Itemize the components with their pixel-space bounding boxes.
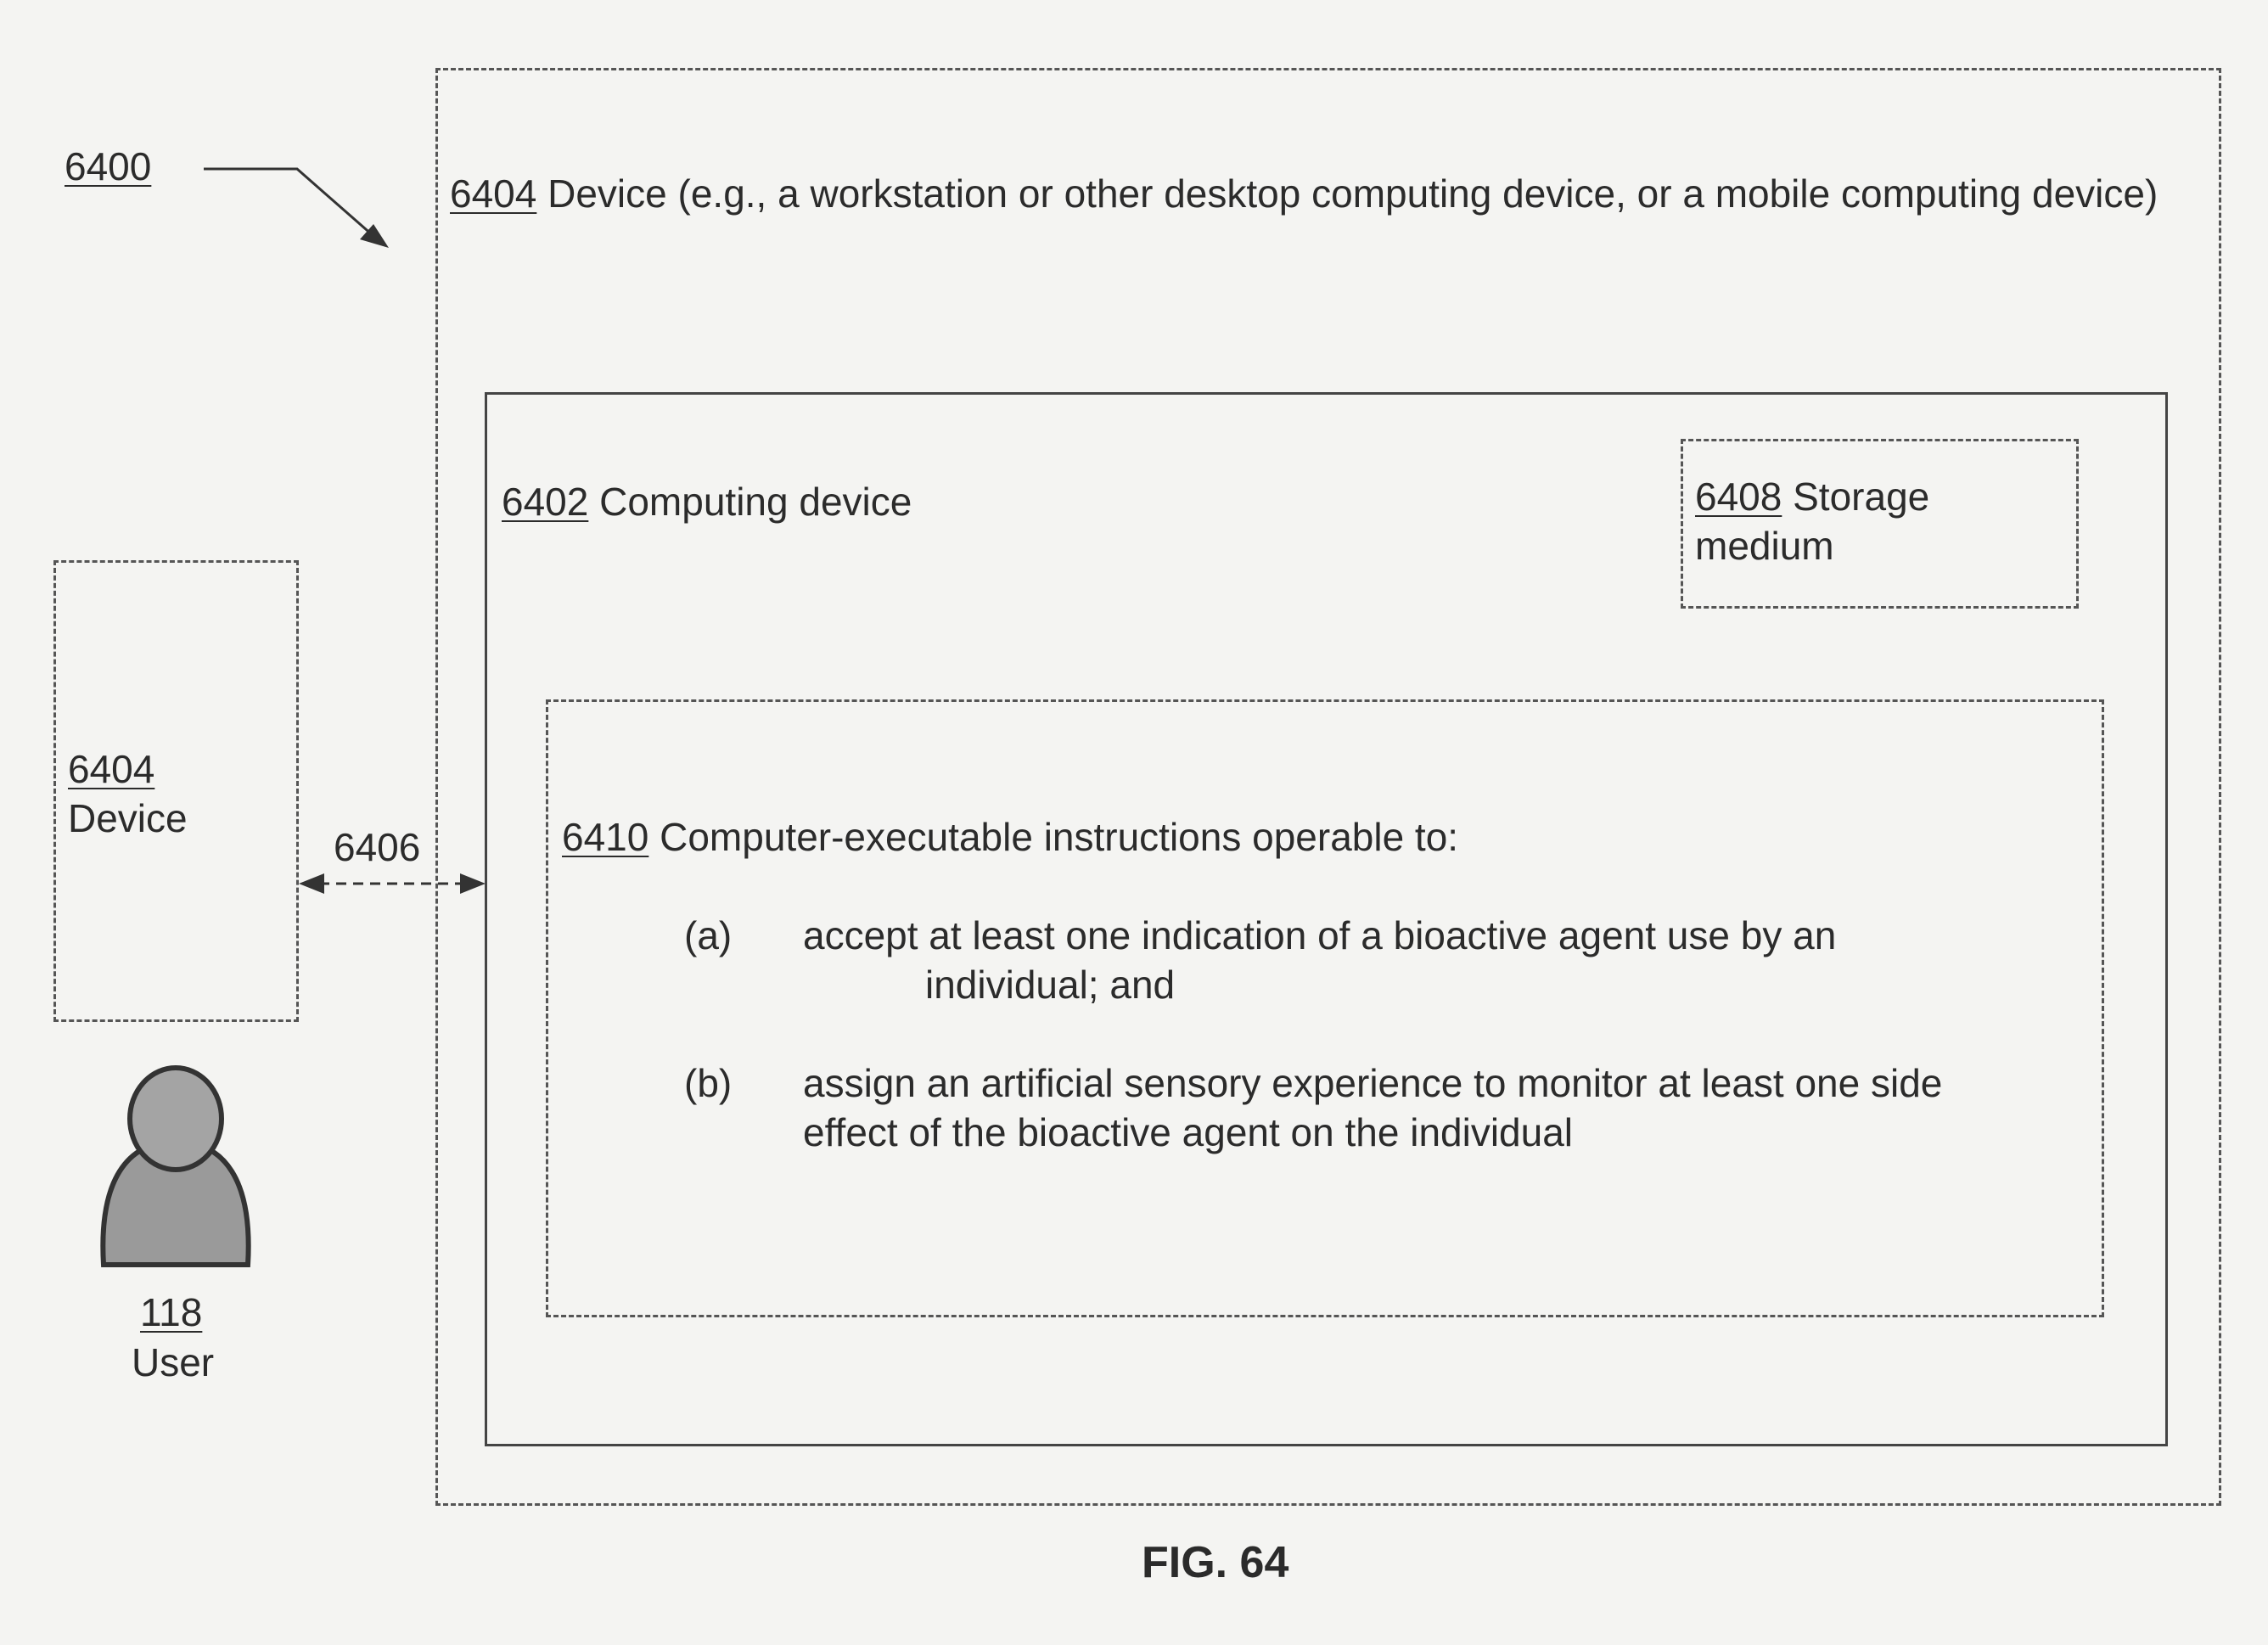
system-pointer-arrow	[204, 169, 389, 248]
user-label: User	[132, 1338, 214, 1387]
person-icon	[103, 1068, 248, 1265]
user-ref: 118	[140, 1288, 202, 1337]
bidirectional-link-arrow	[299, 873, 486, 894]
figure-caption: FIG. 64	[1142, 1538, 1288, 1587]
